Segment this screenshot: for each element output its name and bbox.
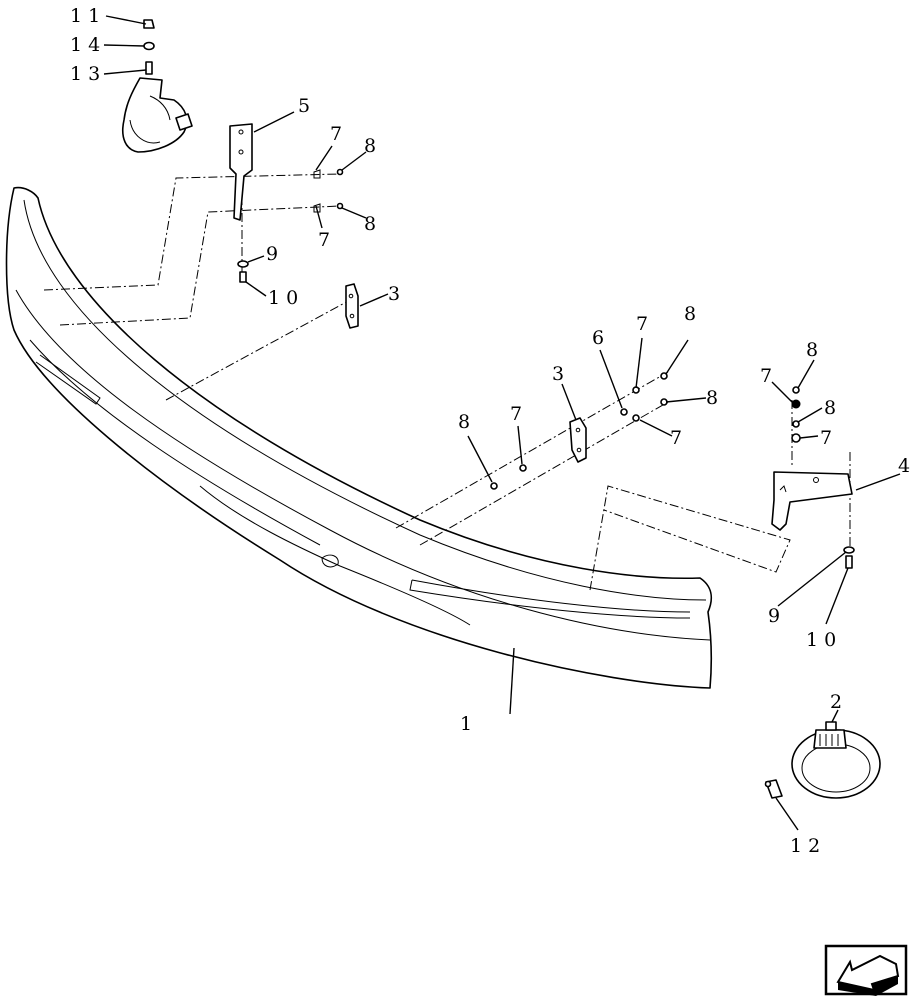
callout-7: 7 [760, 365, 772, 387]
hardware [237, 168, 855, 569]
bracket-3-left [345, 283, 359, 329]
callout-9: 9 [266, 243, 278, 265]
callout-8: 8 [706, 387, 718, 409]
callout-6: 6 [592, 327, 604, 349]
callout-4: 4 [898, 455, 910, 477]
callout-10: 1 0 [268, 287, 298, 309]
callout-7: 7 [510, 403, 522, 425]
callout-7: 7 [670, 427, 682, 449]
callout-11: 1 1 [70, 5, 100, 27]
callout-7: 7 [318, 229, 330, 251]
callout-8: 8 [458, 411, 470, 433]
callout-7: 7 [330, 123, 342, 145]
callout-12: 1 2 [790, 835, 820, 857]
assembly-lines [43, 145, 851, 591]
bracket-5 [229, 123, 253, 221]
callout-7: 7 [820, 427, 832, 449]
bracket-3-right [569, 417, 587, 463]
callout-1: 1 [460, 713, 472, 735]
work-lamp [122, 19, 193, 153]
callout-14: 1 4 [70, 34, 100, 56]
callout-2: 2 [830, 691, 842, 713]
callout-10: 1 0 [806, 629, 836, 651]
callout-8: 8 [364, 213, 376, 235]
callout-5: 5 [298, 95, 310, 117]
previous-page-button[interactable] [824, 944, 908, 996]
fog-lamp [764, 721, 881, 799]
callout-labels: 1 1 1 4 1 3 5 7 8 7 8 9 1 0 3 6 7 8 8 7 … [70, 5, 910, 857]
callout-7: 7 [636, 313, 648, 335]
callout-8: 8 [806, 339, 818, 361]
callout-3: 3 [552, 363, 564, 385]
bumper [5, 186, 713, 689]
previous-page-arrow-icon [836, 954, 900, 996]
leader-lines [103, 15, 901, 831]
callout-3: 3 [388, 283, 400, 305]
callout-8: 8 [824, 397, 836, 419]
callout-8: 8 [364, 135, 376, 157]
callout-8: 8 [684, 303, 696, 325]
callout-13: 1 3 [70, 63, 100, 85]
callout-9: 9 [768, 605, 780, 627]
bracket-4 [771, 471, 853, 531]
